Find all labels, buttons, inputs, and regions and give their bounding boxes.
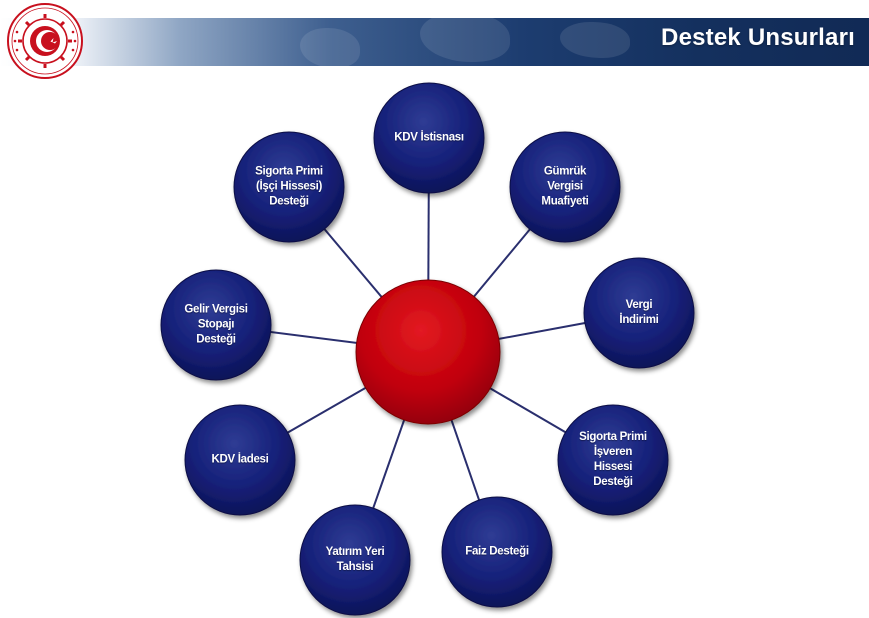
- header-map-shape: [300, 28, 360, 66]
- header-band: [0, 18, 869, 66]
- ministry-logo-icon: [7, 3, 83, 79]
- node-gumruk-vergisi-muafiyeti: [509, 131, 621, 243]
- node-faiz-destegi: [441, 496, 553, 608]
- node-sigorta-primi-isci: [233, 131, 345, 243]
- header-map-shape: [560, 22, 630, 58]
- central-hub: [355, 279, 501, 425]
- node-gelir-vergisi-stopaji: [160, 269, 272, 381]
- node-yatirim-yeri-tahsisi: [299, 504, 411, 616]
- node-kdv-istisnasi: [373, 82, 485, 194]
- node-sigorta-primi-isveren: [557, 404, 669, 516]
- page-title: Destek Unsurları: [661, 24, 855, 51]
- node-vergi-indirimi: [583, 257, 695, 369]
- node-kdv-iadesi: [184, 404, 296, 516]
